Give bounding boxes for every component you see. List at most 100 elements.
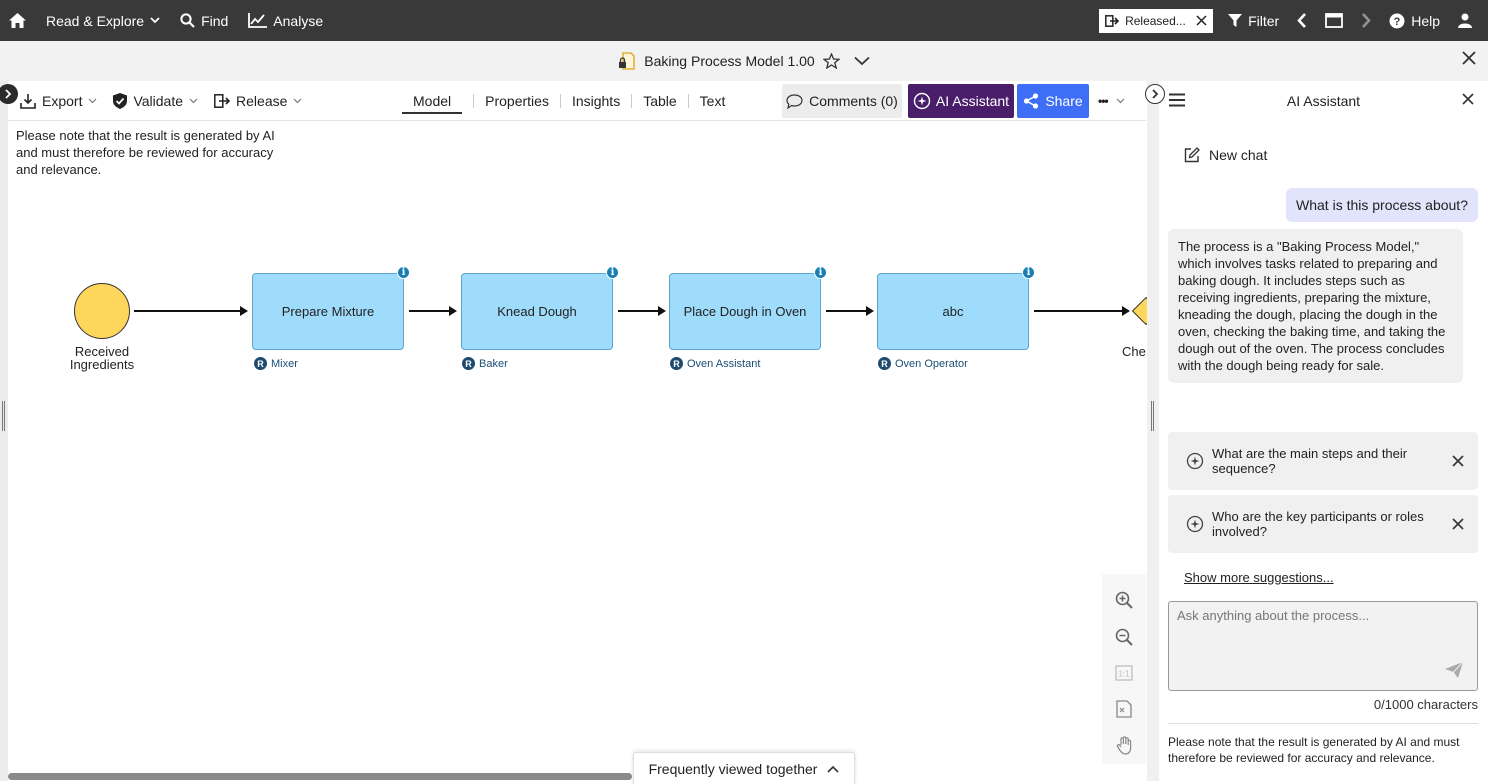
share-button[interactable]: Share xyxy=(1017,84,1089,118)
title-bar: Baking Process Model 1.00 xyxy=(0,41,1488,81)
comments-label: Comments (0) xyxy=(809,93,898,109)
svg-text:?: ? xyxy=(1394,16,1401,28)
home-button[interactable] xyxy=(2,0,32,41)
role-oven-assistant[interactable]: R Oven Assistant xyxy=(670,357,760,370)
ai-assistant-panel: AI Assistant New chat What is this proce… xyxy=(1159,81,1488,781)
zoom-out-button[interactable] xyxy=(1115,618,1133,654)
close-model-icon[interactable] xyxy=(1462,51,1476,65)
info-icon[interactable]: i xyxy=(397,266,410,279)
show-more-suggestions-link[interactable]: Show more suggestions... xyxy=(1184,570,1334,585)
pan-button[interactable] xyxy=(1116,728,1133,764)
hamburger-menu-icon[interactable] xyxy=(1169,93,1185,107)
task-abc[interactable]: abc xyxy=(877,273,1029,350)
task-label: Knead Dough xyxy=(497,304,577,319)
released-filter-chip[interactable]: Released... xyxy=(1099,8,1214,33)
analyse-button[interactable]: Analyse xyxy=(238,0,333,41)
sequence-flow-arrow xyxy=(409,306,457,316)
info-icon[interactable]: i xyxy=(606,266,619,279)
role-label: Oven Assistant xyxy=(687,357,761,370)
tab-model[interactable]: Model xyxy=(402,88,463,114)
page-title: Baking Process Model 1.00 xyxy=(644,53,815,69)
back-button[interactable] xyxy=(1288,0,1316,41)
tab-table[interactable]: Table xyxy=(643,93,677,109)
role-baker[interactable]: R Baker xyxy=(462,357,508,370)
filter-icon xyxy=(1228,13,1243,27)
suggestion-item[interactable]: Who are the key participants or roles in… xyxy=(1168,495,1478,553)
zoom-in-icon xyxy=(1115,591,1133,609)
task-label: Prepare Mixture xyxy=(281,304,375,319)
star-icon[interactable] xyxy=(822,53,840,69)
filter-button[interactable]: Filter xyxy=(1219,0,1288,41)
help-label: Help xyxy=(1411,12,1440,29)
home-icon xyxy=(8,13,26,28)
shield-check-icon xyxy=(113,92,128,109)
svg-text:1:1: 1:1 xyxy=(1118,670,1130,679)
suggestion-text: What are the main steps and their sequen… xyxy=(1212,446,1408,476)
actual-size-button[interactable]: 1:1 xyxy=(1115,655,1133,691)
tab-text[interactable]: Text xyxy=(699,93,726,109)
export-label: Export xyxy=(42,92,83,109)
frequently-viewed-together-toggle[interactable]: Frequently viewed together xyxy=(633,752,855,784)
ai-sparkle-icon xyxy=(1186,515,1204,533)
role-badge-icon: R xyxy=(878,357,891,370)
read-explore-menu[interactable]: Read & Explore xyxy=(36,0,170,41)
chevron-up-icon xyxy=(827,765,840,773)
task-label: abc xyxy=(942,304,964,319)
left-sidebar-collapsed xyxy=(0,81,8,781)
sequence-flow-arrow xyxy=(134,306,248,316)
tab-properties[interactable]: Properties xyxy=(485,93,549,109)
task-knead-dough[interactable]: Knead Dough xyxy=(461,273,613,350)
zoom-in-button[interactable] xyxy=(1115,582,1133,618)
user-button[interactable] xyxy=(1449,0,1488,41)
model-toolbar: Export Validate Release Model Properties… xyxy=(8,81,1146,121)
exit-icon xyxy=(1105,14,1120,27)
released-chip-label: Released... xyxy=(1125,13,1186,28)
filter-label: Filter xyxy=(1248,12,1280,29)
info-icon[interactable]: i xyxy=(1022,266,1035,279)
chevron-down-icon[interactable] xyxy=(854,56,870,66)
panel-resize-divider[interactable] xyxy=(1147,81,1159,781)
fit-page-button[interactable] xyxy=(1116,691,1132,727)
close-panel-icon[interactable] xyxy=(1462,93,1474,105)
validate-menu[interactable]: Validate xyxy=(105,81,206,121)
task-place-dough-in-oven[interactable]: Place Dough in Oven xyxy=(669,273,821,350)
export-menu[interactable]: Export xyxy=(12,81,105,121)
comments-button[interactable]: Comments (0) xyxy=(782,84,902,118)
suggestion-item[interactable]: What are the main steps and their sequen… xyxy=(1168,432,1478,490)
window-button[interactable] xyxy=(1316,0,1352,41)
collapse-right-panel-button[interactable] xyxy=(1145,84,1165,104)
chevron-right-icon xyxy=(5,89,12,99)
horizontal-scrollbar[interactable] xyxy=(8,773,632,780)
forward-button[interactable] xyxy=(1352,0,1380,41)
role-oven-operator[interactable]: R Oven Operator xyxy=(878,357,968,370)
close-icon[interactable] xyxy=(1196,15,1207,26)
resize-grip[interactable] xyxy=(2,401,5,431)
help-button[interactable]: ? Help xyxy=(1380,0,1449,41)
resize-grip[interactable] xyxy=(1151,401,1154,431)
zoom-out-icon xyxy=(1115,628,1133,646)
sequence-flow-arrow xyxy=(618,306,666,316)
model-title-group: Baking Process Model 1.00 xyxy=(618,52,870,70)
close-icon[interactable] xyxy=(1452,455,1464,467)
share-icon xyxy=(1024,93,1039,109)
chevron-down-icon xyxy=(293,96,302,106)
share-label: Share xyxy=(1045,93,1083,109)
start-event[interactable] xyxy=(74,283,130,339)
role-badge-icon: R xyxy=(670,357,683,370)
info-icon[interactable]: i xyxy=(814,266,827,279)
role-mixer[interactable]: R Mixer xyxy=(254,357,298,370)
chat-input[interactable] xyxy=(1169,602,1477,690)
find-button[interactable]: Find xyxy=(170,0,238,41)
close-icon[interactable] xyxy=(1452,518,1464,530)
expand-left-panel-button[interactable] xyxy=(0,84,18,104)
more-options-button[interactable]: ••• xyxy=(1098,84,1140,118)
ai-assistant-button[interactable]: AI Assistant xyxy=(908,84,1014,118)
view-tabs: Model Properties Insights Table Text xyxy=(402,81,725,121)
release-menu[interactable]: Release xyxy=(206,81,310,121)
tab-insights[interactable]: Insights xyxy=(571,93,621,109)
task-prepare-mixture[interactable]: Prepare Mixture xyxy=(252,273,404,350)
send-icon[interactable] xyxy=(1445,662,1463,678)
new-chat-button[interactable]: New chat xyxy=(1184,147,1267,163)
user-message-bubble: What is this process about? xyxy=(1286,188,1478,222)
role-label: Oven Operator xyxy=(895,357,968,370)
